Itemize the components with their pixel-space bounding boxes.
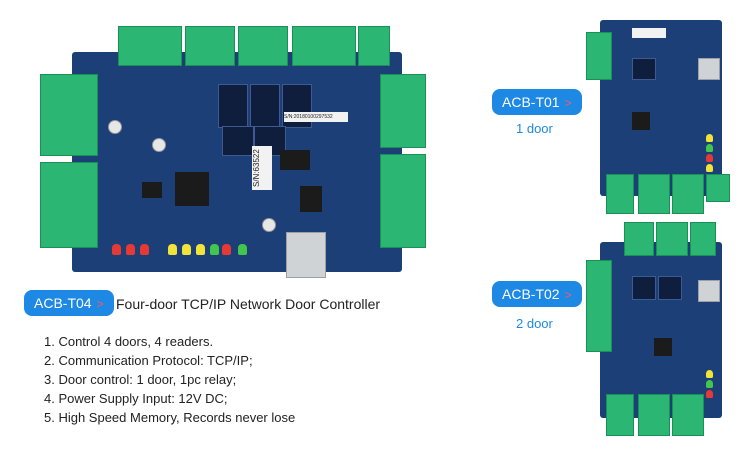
product-badge-acb-t01: ACB-T01 > [492, 89, 582, 115]
product-title: Four-door TCP/IP Network Door Controller [116, 296, 381, 312]
t02-board-image [584, 220, 730, 438]
rj45-port [698, 280, 720, 302]
capacitor [108, 120, 122, 134]
sticker [632, 28, 666, 38]
terminal-block [624, 222, 654, 256]
led-red [706, 390, 713, 398]
led-green [706, 380, 713, 388]
led-yellow [182, 244, 191, 255]
badge-label: ACB-T01 [502, 94, 560, 110]
terminal-block [706, 174, 730, 202]
feature-item: 5. High Speed Memory, Records never lose [44, 410, 296, 425]
pcb [600, 20, 722, 196]
led-green [706, 144, 713, 152]
relay [632, 276, 656, 300]
chevron-right-icon: > [96, 297, 104, 311]
relay [632, 58, 656, 80]
microcontroller-chip [175, 172, 209, 206]
main-board-image: S/N:63522 S/N:20180100297532 [40, 22, 426, 284]
feature-item: 2. Communication Protocol: TCP/IP; [44, 353, 253, 368]
chevron-right-icon: > [564, 96, 572, 110]
led-yellow [706, 134, 713, 142]
product-badge-acb-t04: ACB-T04 > [24, 290, 114, 316]
terminal-block [606, 174, 634, 214]
terminal-block [380, 74, 426, 148]
door-count-caption: 1 door [516, 121, 553, 136]
terminal-block [638, 174, 670, 214]
terminal-block [118, 26, 182, 66]
chevron-right-icon: > [564, 288, 572, 302]
terminal-block [606, 394, 634, 436]
terminal-block [690, 222, 716, 256]
terminal-block [358, 26, 390, 66]
chip [280, 150, 310, 170]
led-green [210, 244, 219, 255]
capacitor [152, 138, 166, 152]
feature-item: 4. Power Supply Input: 12V DC; [44, 391, 228, 406]
product-badge-acb-t02: ACB-T02 > [492, 281, 582, 307]
terminal-block [40, 162, 98, 248]
led-yellow [168, 244, 177, 255]
rj45-port [698, 58, 720, 80]
terminal-block [185, 26, 235, 66]
led-green [238, 244, 247, 255]
small-sticker: S/N:20180100297532 [284, 112, 348, 122]
badge-label: ACB-T04 [34, 295, 92, 311]
badge-label: ACB-T02 [502, 286, 560, 302]
relay [658, 276, 682, 300]
terminal-block [292, 26, 356, 66]
led-red [706, 154, 713, 162]
chip [142, 182, 162, 198]
feature-list: 1. Control 4 doors, 4 readers. 2. Commun… [44, 332, 295, 427]
rj45-port [286, 232, 326, 278]
chip [300, 186, 322, 212]
relay [222, 126, 254, 156]
terminal-block [672, 174, 704, 214]
t01-board-image [584, 16, 730, 216]
feature-item: 3. Door control: 1 door, 1pc relay; [44, 372, 237, 387]
terminal-block [586, 260, 612, 352]
terminal-block [656, 222, 688, 256]
terminal-block [380, 154, 426, 248]
led-red [140, 244, 149, 255]
led-yellow [706, 164, 713, 172]
relay [250, 84, 280, 128]
serial-sticker: S/N:63522 [252, 146, 272, 190]
terminal-block [586, 32, 612, 80]
led-yellow [706, 370, 713, 378]
led-yellow [196, 244, 205, 255]
pcb [600, 242, 722, 418]
feature-item: 1. Control 4 doors, 4 readers. [44, 334, 214, 349]
terminal-block [638, 394, 670, 436]
capacitor [262, 218, 276, 232]
relay [218, 84, 248, 128]
led-red [126, 244, 135, 255]
led-red [222, 244, 231, 255]
chip [632, 112, 650, 130]
terminal-block [238, 26, 288, 66]
terminal-block [40, 74, 98, 156]
led-red [112, 244, 121, 255]
terminal-block [672, 394, 704, 436]
chip [654, 338, 672, 356]
door-count-caption: 2 door [516, 316, 553, 331]
